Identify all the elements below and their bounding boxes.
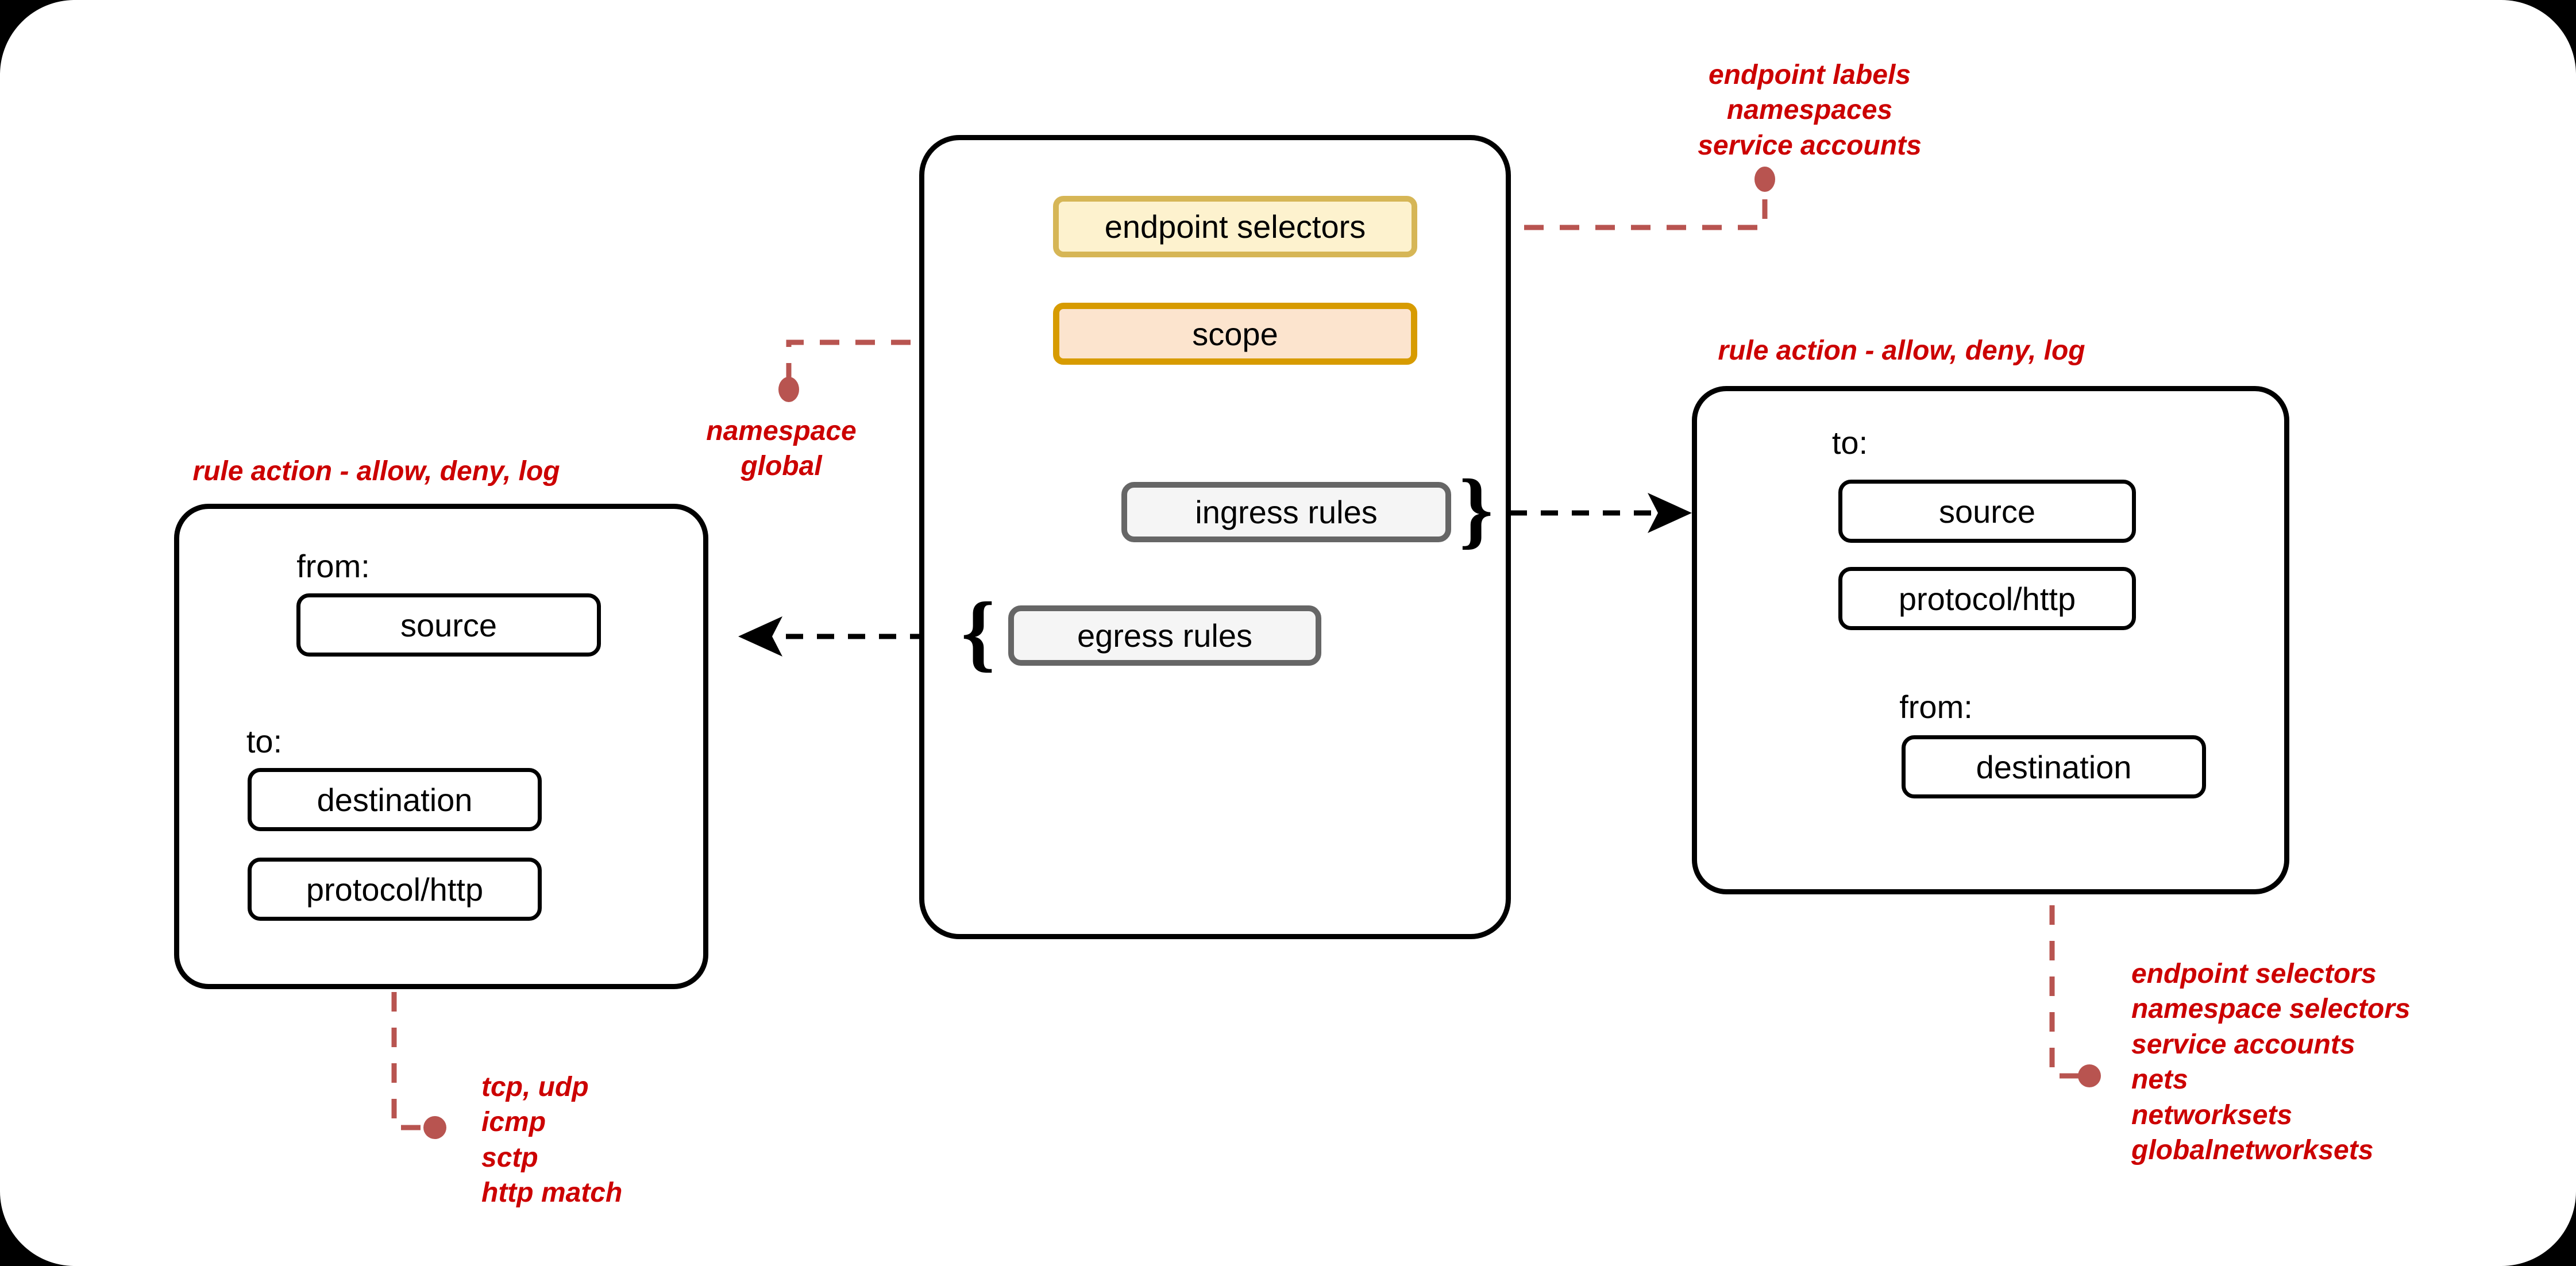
annotation-scope-values: namespace global (706, 416, 857, 482)
annotation-protocol-kinds: tcp, udp icmp sctp http match (481, 1072, 623, 1209)
ingress-from-label: from: (1899, 688, 1973, 725)
brace-ingress-icon: } (1459, 462, 1494, 557)
annotation-destination-kinds: endpoint selectors namespace selectors s… (2131, 959, 2411, 1166)
chip-egress-destination[interactable]: destination (248, 768, 542, 831)
ingress-to-label: to: (1831, 424, 1868, 461)
egress-to-label: to: (246, 723, 283, 759)
chip-egress-protocol[interactable]: protocol/http (248, 858, 542, 921)
egress-from-label: from: (296, 547, 370, 584)
brace-egress-icon: { (961, 585, 996, 680)
chip-ingress-protocol[interactable]: protocol/http (1838, 567, 2136, 630)
annotation-ingress-rule-action: rule action - allow, deny, log (1718, 335, 2085, 366)
chip-endpoint-selectors[interactable]: endpoint selectors (1053, 196, 1417, 257)
chip-ingress-destination[interactable]: destination (1902, 735, 2206, 798)
policy-container-ingress-target (1692, 386, 2289, 894)
chip-scope[interactable]: scope (1053, 303, 1417, 365)
chip-ingress-rules[interactable]: ingress rules (1121, 482, 1451, 542)
chip-egress-source[interactable]: source (296, 593, 601, 657)
annotation-endpoint-selector-kinds: endpoint labels namespaces service accou… (1698, 60, 1922, 161)
annotation-egress-rule-action: rule action - allow, deny, log (192, 456, 560, 487)
chip-egress-rules[interactable]: egress rules (1008, 605, 1321, 666)
chip-ingress-source[interactable]: source (1838, 480, 2136, 543)
